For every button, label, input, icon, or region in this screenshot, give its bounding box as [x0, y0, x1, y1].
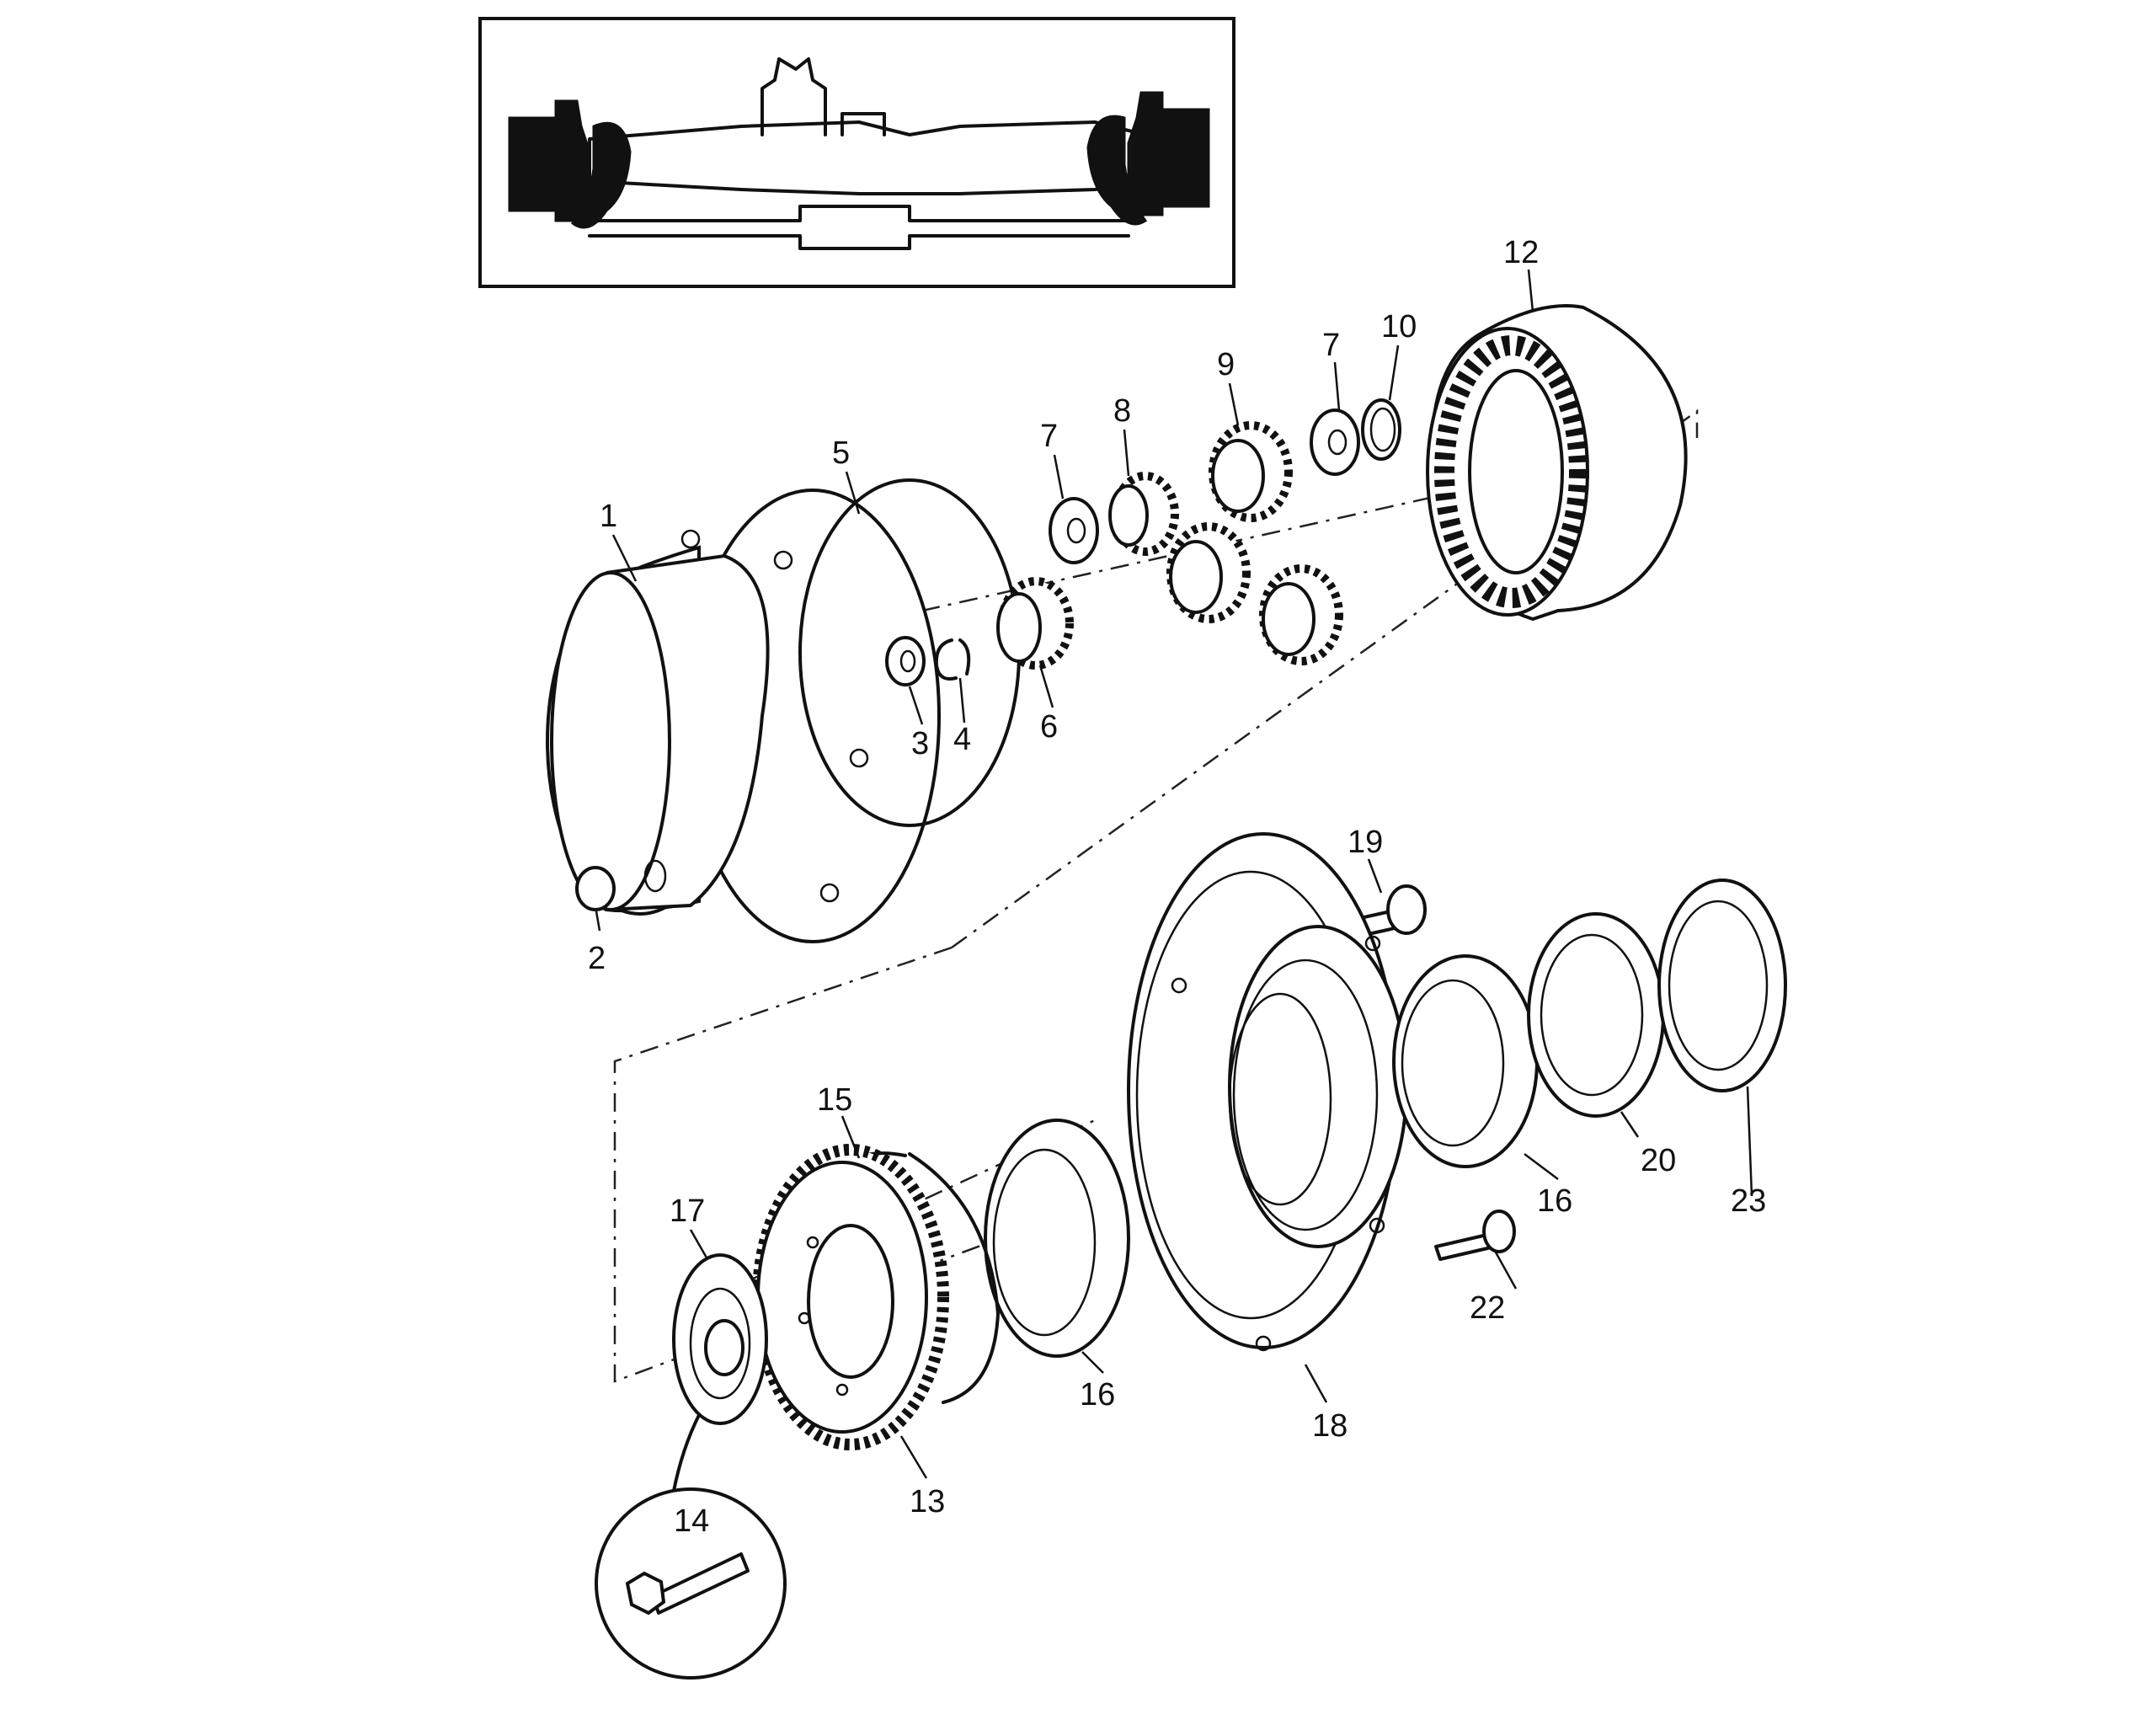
part-14-bolt-detail [595, 1487, 787, 1680]
part-2-plug [575, 859, 667, 911]
callout-7b: 7 [1322, 328, 1340, 363]
callout-9: 9 [1217, 347, 1235, 382]
callout-labels: 1 2 3 4 5 6 7 7 8 9 10 12 13 14 15 16 16… [588, 235, 1766, 1539]
part-10-circlip [1361, 398, 1401, 461]
callout-5: 5 [832, 435, 850, 471]
callout-18: 18 [1312, 1408, 1348, 1444]
part-16-bearing-upper [1392, 954, 1539, 1168]
part-6-sun-gear [996, 577, 1074, 670]
part-22-bolt [1434, 1210, 1516, 1261]
callout-23: 23 [1731, 1183, 1766, 1219]
part-17-washer [672, 1253, 768, 1493]
callout-19: 19 [1348, 825, 1383, 860]
part-4-circlip [934, 638, 971, 681]
callout-15: 15 [817, 1082, 852, 1118]
callout-6: 6 [1040, 709, 1058, 745]
callout-4: 4 [953, 722, 971, 757]
part-3-washer [885, 636, 926, 686]
part-18-hub-flange [1127, 832, 1408, 1352]
callout-12: 12 [1503, 235, 1539, 270]
callout-3: 3 [911, 726, 929, 761]
callout-14: 14 [674, 1503, 709, 1539]
callout-8: 8 [1113, 393, 1131, 429]
part-16-bearing-lower [984, 1119, 1130, 1358]
part-8-gear [1108, 472, 1179, 556]
leader-lines [595, 269, 1753, 1479]
callout-1: 1 [600, 499, 617, 534]
callout-10: 10 [1381, 309, 1417, 344]
part-7-washer-right [1310, 409, 1360, 476]
part-23-seal-ring [1657, 879, 1787, 1092]
axle-inset [478, 17, 1235, 288]
part-12-ring-gear [1426, 304, 1688, 622]
callout-13: 13 [910, 1484, 945, 1519]
part-9-planet-gears [1166, 421, 1343, 665]
callout-22: 22 [1470, 1290, 1505, 1326]
callout-20: 20 [1641, 1143, 1676, 1178]
callout-2: 2 [588, 941, 606, 976]
callout-16b: 16 [1080, 1377, 1115, 1413]
part-1-hub-drum [546, 489, 941, 943]
part-13-gear-carrier [752, 1144, 949, 1450]
part-7-washer-left [1049, 497, 1099, 564]
callout-17: 17 [670, 1194, 705, 1229]
callout-16a: 16 [1537, 1183, 1572, 1219]
callout-7a: 7 [1040, 419, 1058, 454]
part-20-seal [1527, 912, 1665, 1118]
